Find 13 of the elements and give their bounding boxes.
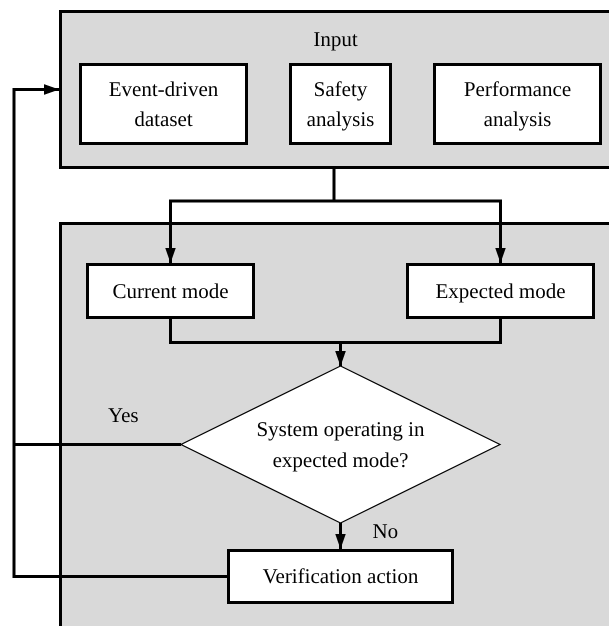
process-box: Current mode xyxy=(86,263,255,319)
process-box: Event-driven dataset xyxy=(79,63,248,145)
panel-title: Input xyxy=(313,27,358,52)
process-box: Expected mode xyxy=(406,263,595,319)
arrow xyxy=(12,84,227,578)
group-panel xyxy=(59,222,609,626)
process-box: Verification action xyxy=(227,549,454,604)
arrow xyxy=(335,319,502,366)
process-box: Performance analysis xyxy=(433,63,602,145)
group-panel xyxy=(59,10,609,169)
process-box: Safety analysis xyxy=(289,63,392,145)
decision-text: System operating in expected mode? xyxy=(256,416,426,474)
arrow xyxy=(335,523,346,549)
